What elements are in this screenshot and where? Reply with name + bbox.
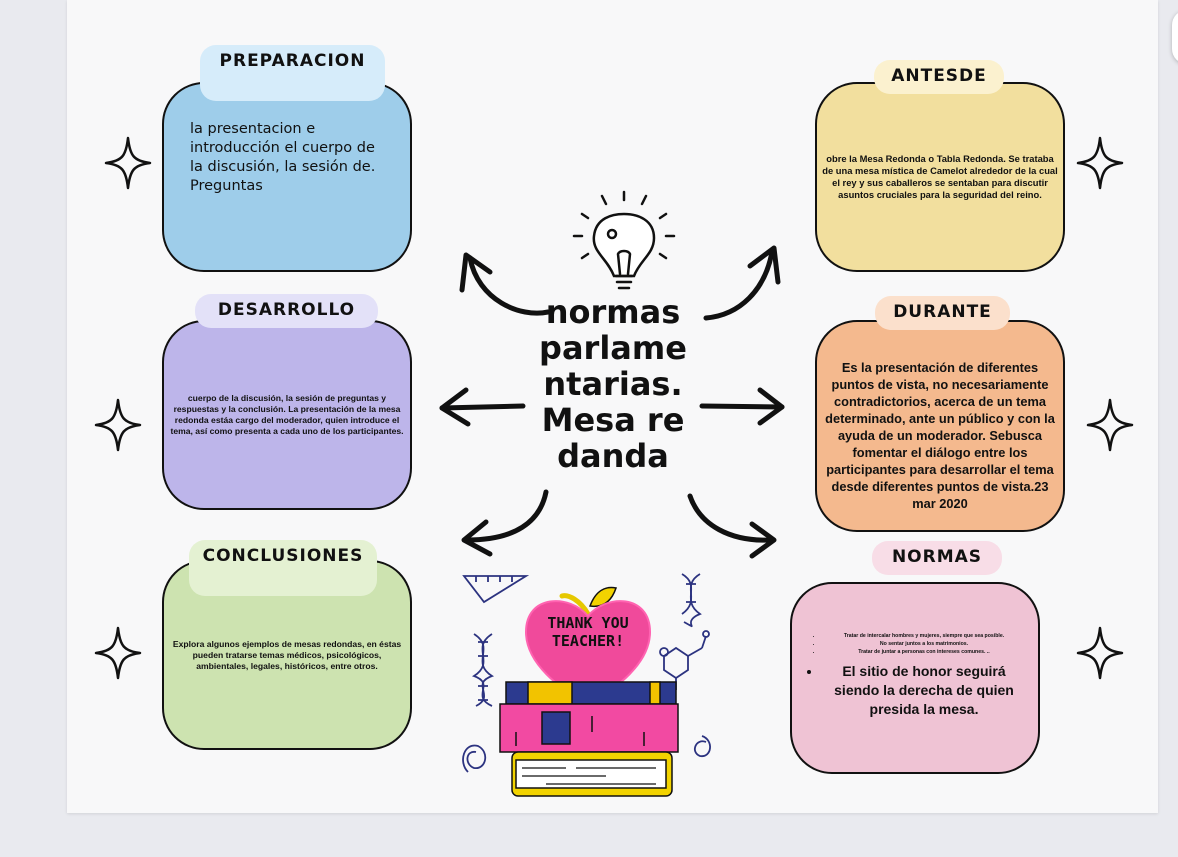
arrow-icon: [467, 255, 551, 316]
preparacion-text: la presentacion e introducción el cuerpo…: [190, 121, 376, 194]
arrow-icon: [464, 489, 549, 543]
desarrollo-card[interactable]: cuerpo de la discusión, la sesión de pre…: [162, 320, 412, 510]
desarrollo-text: cuerpo de la discusión, la sesión de pre…: [170, 393, 404, 436]
apple-text-line2: TEACHER!: [552, 632, 624, 650]
sparkle-icon: [1076, 626, 1124, 680]
arrow-icon: [439, 387, 471, 427]
normas-label: NORMAS: [872, 541, 1002, 575]
list-item: Tratar de intercalar hombres y mujeres, …: [822, 632, 1026, 640]
arrow-icon: [439, 403, 526, 411]
conclusiones-text: Explora algunos ejemplos de mesas redond…: [172, 638, 402, 671]
arrow-icon: [459, 252, 493, 293]
antesde-label: ANTESDE: [874, 60, 1004, 94]
ruler-icon: [462, 575, 530, 604]
durante-card[interactable]: Es la presentación de diferentes puntos …: [815, 320, 1065, 532]
arrow-icon: [747, 245, 781, 285]
list-item: Tratar de juntar a personas con interese…: [822, 648, 1026, 656]
normas-card[interactable]: Tratar de intercalar hombres y mujeres, …: [790, 582, 1040, 774]
sparkle-icon: [94, 398, 142, 452]
central-topic-title: normas parlamentarias. Mesa redanda: [539, 293, 687, 475]
sparkle-icon: [1076, 136, 1124, 190]
durante-text: Es la presentación de diferentes puntos …: [825, 359, 1055, 511]
list-item: No sentar juntos a los matrimonios.: [822, 640, 1026, 648]
spiral-icon: [462, 735, 711, 773]
arrow-icon: [461, 519, 493, 557]
preparacion-card[interactable]: la presentacion e introducción el cuerpo…: [162, 82, 412, 272]
sparkle-icon: [94, 626, 142, 680]
books-icon: [499, 681, 679, 797]
sparkle-icon: [104, 136, 152, 190]
arrow-icon: [687, 493, 775, 543]
scroll-handle[interactable]: [1172, 10, 1178, 64]
arrow-icon: [703, 249, 775, 321]
dna-icon: [471, 633, 495, 707]
arrow-icon: [749, 521, 777, 559]
sparkle-icon: [1086, 398, 1134, 452]
conclusiones-label: CONCLUSIONES: [189, 540, 377, 596]
preparacion-label: PREPARACION: [200, 45, 385, 101]
dna-icon: [681, 573, 702, 628]
molecule-icon: [659, 630, 710, 690]
lightbulb-icon: [572, 190, 676, 290]
arrow-icon: [699, 403, 785, 410]
durante-label: DURANTE: [875, 296, 1010, 330]
antesde-text: obre la Mesa Redonda o Tabla Redonda. Se…: [822, 153, 1058, 200]
books-apple-illustration: THANK YOU TEACHER!: [462, 573, 711, 797]
normas-list: Tratar de intercalar hombres y mujeres, …: [792, 632, 1038, 719]
list-item: El sitio de honor seguirá siendo la dere…: [822, 662, 1026, 719]
antesde-card[interactable]: obre la Mesa Redonda o Tabla Redonda. Se…: [815, 82, 1065, 272]
arrow-icon: [757, 387, 785, 426]
desarrollo-label: DESARROLLO: [195, 294, 378, 328]
apple-text-line1: THANK YOU: [547, 614, 628, 632]
